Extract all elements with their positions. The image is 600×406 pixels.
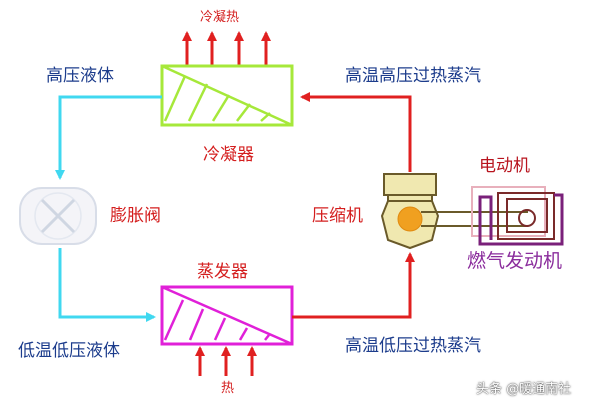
evaporator-label: 蒸发器 [197,262,248,282]
gas-engine-label: 燃气发动机 [467,250,563,272]
expansion-valve-label: 膨胀阀 [110,206,161,226]
compressor [380,173,528,250]
condenser-label: 冷凝器 [203,145,254,165]
liquid-pipe-left [55,95,162,322]
low-temp-low-pressure-liquid-label: 低温低压液体 [18,341,120,361]
high-temp-high-pressure-vapor-label: 高温高压过热蒸汽 [345,66,481,86]
heat-label: 热 [221,381,235,396]
high-pressure-liquid-label: 高压液体 [46,66,114,86]
watermark: 头条 @暖通南社 [476,382,572,397]
hot-vapor-pipe-to-condenser [300,92,412,172]
gas-engine [478,193,564,246]
motor-label: 电动机 [479,156,530,176]
high-temp-low-pressure-vapor-label: 高温低压过热蒸汽 [345,336,481,356]
vapor-pipe-to-compressor [292,252,415,319]
condenser-heat-arrows [182,31,271,65]
electric-motor [471,186,555,240]
compressor-label: 压缩机 [312,206,363,226]
evaporator-box [160,285,294,346]
expansion-valve [19,187,97,245]
condenser-heat-label: 冷凝热 [200,10,240,25]
evaporator-heat-arrows [195,346,257,376]
condenser-box [160,64,294,127]
